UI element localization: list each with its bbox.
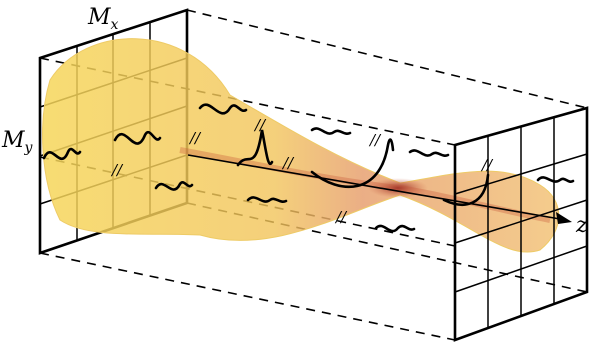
wave-lower-1 <box>154 181 194 191</box>
wave-left-panel <box>42 147 82 161</box>
wave-mid-2 <box>236 129 274 167</box>
right-grid-panel <box>453 106 589 342</box>
tick-mark: // <box>188 129 202 147</box>
wave-upper-4 <box>408 149 450 157</box>
wave-spike <box>310 138 395 189</box>
wave-lower-3 <box>374 224 416 233</box>
tick-mark: // <box>480 156 494 174</box>
mx-label: Mx <box>87 5 119 33</box>
wave-upper-3 <box>310 127 352 135</box>
z-axis-line <box>187 154 561 220</box>
wave-right-1 <box>442 173 490 206</box>
axis-labels: Mx My z <box>1 5 588 238</box>
wave-packets <box>42 103 575 233</box>
wave-lower-2 <box>246 196 288 203</box>
wave-upper-2 <box>198 103 248 115</box>
tick-marks: // // // // // // // <box>110 116 494 226</box>
tick-mark: // <box>368 131 382 149</box>
z-axis-arrowhead <box>556 212 572 224</box>
my-label: My <box>1 128 34 156</box>
z-label: z <box>575 213 588 238</box>
tick-mark: // <box>110 161 124 179</box>
wave-inner-1 <box>113 130 162 145</box>
tick-mark: // <box>334 208 348 226</box>
tick-mark: // <box>253 116 267 134</box>
wave-right-2 <box>536 176 575 183</box>
tick-mark: // <box>281 154 295 172</box>
beam-envelope <box>42 38 560 253</box>
